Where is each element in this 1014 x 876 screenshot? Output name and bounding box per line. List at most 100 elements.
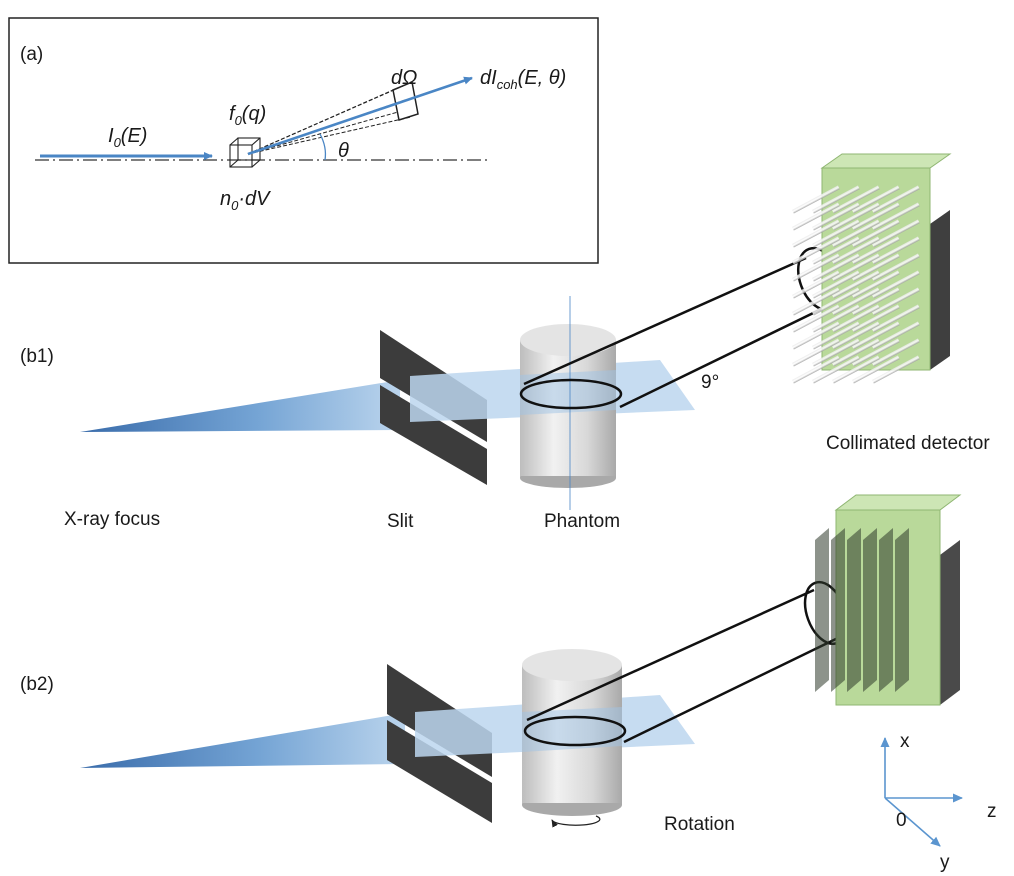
collimator-rod	[851, 287, 900, 316]
collimator-rod	[811, 253, 860, 282]
slatted-detector	[815, 494, 962, 706]
collimator-rod	[831, 338, 880, 367]
collimator-rod	[811, 355, 860, 384]
collimator-rod	[851, 202, 900, 231]
phantom-label: Phantom	[544, 511, 620, 532]
collimator-rod	[871, 185, 920, 214]
collimator-rod	[791, 338, 840, 367]
collimator-rod	[831, 253, 880, 282]
collimator-rod	[831, 236, 880, 265]
collimator-rod	[791, 304, 840, 333]
collimator-rod	[831, 321, 880, 350]
x-axis-label: x	[900, 731, 910, 752]
panel-b2: (b2) Rotation	[20, 494, 997, 873]
collimator-rod	[811, 236, 860, 265]
collimator-rod	[851, 219, 900, 248]
collimator-rod	[871, 202, 920, 231]
collimator-rod	[831, 287, 880, 316]
collimator-rod	[831, 185, 880, 214]
collimator-rods	[791, 185, 920, 384]
collimator-slat	[847, 528, 861, 692]
collimator-rod	[871, 355, 920, 384]
xray-focus-label: X-ray focus	[64, 509, 160, 530]
solid-angle-patch	[392, 80, 419, 121]
collimator-rod	[831, 202, 880, 231]
collimator-rod	[811, 202, 860, 231]
collimator-rod	[851, 236, 900, 265]
collimator-rod	[831, 219, 880, 248]
coordinate-axes: x z y 0	[880, 731, 997, 873]
panel-b1: (b1) 9°	[20, 153, 990, 532]
collimator-rod	[811, 270, 860, 299]
collimator-rod	[871, 236, 920, 265]
detector-label: Collimated detector	[826, 433, 990, 454]
collimator-rod	[791, 270, 840, 299]
collimator-rod	[851, 253, 900, 282]
panel-b2-label: (b2)	[20, 674, 54, 695]
z-axis-label: z	[987, 801, 997, 822]
collimator-rod	[811, 321, 860, 350]
collimator-rod	[871, 270, 920, 299]
collimator-rod	[871, 321, 920, 350]
collimator-rod	[871, 253, 920, 282]
collimator-slat	[831, 528, 845, 692]
collimator-rod	[851, 338, 900, 367]
collimator-slat	[863, 528, 877, 692]
panel-a: (a) I0(E) f0(q) n0·dV dΩ dIcoh(E, θ	[8, 17, 599, 264]
collimator-rod	[791, 287, 840, 316]
solid-angle-label: dΩ	[391, 67, 417, 89]
collimator-rod	[871, 219, 920, 248]
collimator-rod	[871, 338, 920, 367]
rotation-arrow	[551, 815, 601, 828]
y-axis-arrow	[884, 797, 941, 847]
collimator-rod	[831, 304, 880, 333]
scattered-intensity-label: dIcoh(E, θ)	[480, 67, 566, 92]
volume-label: n0·dV	[220, 188, 271, 213]
collimator-rod	[851, 185, 900, 214]
collimator-rod	[791, 253, 840, 282]
collimator-rod	[791, 236, 840, 265]
collimator-rod	[811, 219, 860, 248]
collimator-rod	[851, 321, 900, 350]
origin-label: 0	[896, 810, 907, 831]
collimator-rod	[831, 355, 880, 384]
collimator-rod	[851, 355, 900, 384]
collimator-rod	[811, 287, 860, 316]
collimator-rod	[791, 219, 840, 248]
slit-label: Slit	[387, 511, 414, 532]
rotation-label: Rotation	[664, 814, 735, 835]
scattered-beam-arrow	[247, 76, 473, 156]
collimator-rod	[791, 202, 840, 231]
panel-b1-label: (b1)	[20, 346, 54, 367]
scatter-angle-arc	[319, 133, 327, 161]
collimator-rod	[871, 304, 920, 333]
scatter-ring-b2	[523, 715, 627, 747]
collimator-slat	[815, 528, 829, 692]
scatter-ring-b1	[519, 378, 623, 410]
xray-fan-b2	[80, 713, 405, 768]
form-factor-label: f0(q)	[229, 103, 266, 128]
collimator-rod	[791, 185, 840, 214]
collimator-slat	[879, 528, 893, 692]
panel-a-frame	[8, 17, 599, 264]
collimator-slat	[895, 528, 909, 692]
collimator-rod	[851, 304, 900, 333]
collimator-slats	[815, 528, 909, 692]
incident-intensity-label: I0(E)	[108, 125, 147, 150]
collimator-rod	[831, 270, 880, 299]
collimator-rod	[791, 321, 840, 350]
collimated-detector	[791, 153, 952, 384]
collimator-rod	[811, 338, 860, 367]
xray-fan-b1	[80, 380, 400, 432]
collimator-rod	[851, 270, 900, 299]
angle-9-label: 9°	[701, 372, 719, 393]
y-axis-label: y	[940, 852, 950, 873]
collimator-rod	[811, 185, 860, 214]
collimator-rod	[811, 304, 860, 333]
scatter-angle-label: θ	[338, 140, 349, 162]
collimator-rod	[791, 355, 840, 384]
collimator-rod	[871, 287, 920, 316]
panel-a-label: (a)	[20, 44, 43, 65]
